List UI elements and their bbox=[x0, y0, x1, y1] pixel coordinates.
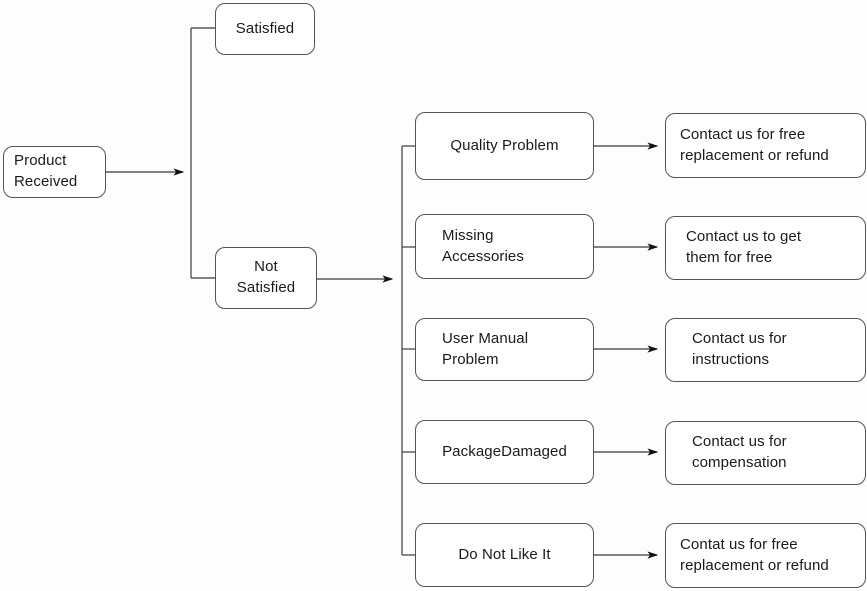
node-reason-do-not-like-it[interactable]: Do Not Like It bbox=[415, 523, 594, 587]
node-not-satisfied[interactable]: Not Satisfied bbox=[215, 247, 317, 309]
node-reason-quality-problem-label: Quality Problem bbox=[450, 136, 559, 154]
node-reason-do-not-like-it-label: Do Not Like It bbox=[458, 545, 551, 563]
node-action-contat-replacement-or-refund[interactable]: Contat us for free replacement or refund bbox=[665, 523, 866, 588]
node-action-get-them-for-free-label: Contact us to get them for free bbox=[686, 228, 802, 266]
node-satisfied-label: Satisfied bbox=[235, 19, 295, 37]
node-reason-package-damaged-label: PackageDamaged bbox=[442, 442, 567, 460]
node-action-compensation-label: Contact us for compensation bbox=[692, 433, 787, 471]
node-action-replacement-or-refund-label: Contact us for free replacement or refun… bbox=[680, 125, 829, 164]
node-action-get-them-for-free[interactable]: Contact us to get them for free bbox=[665, 216, 866, 280]
node-reason-missing-accessories-label: Missing Accessories bbox=[442, 226, 524, 265]
node-not-satisfied-label: Not Satisfied bbox=[236, 258, 296, 296]
node-product-received-label: Product Received bbox=[14, 152, 78, 190]
node-product-received[interactable]: Product Received bbox=[3, 146, 106, 198]
node-action-instructions[interactable]: Contact us for instructions bbox=[665, 318, 866, 382]
node-action-compensation[interactable]: Contact us for compensation bbox=[665, 421, 866, 485]
node-reason-missing-accessories[interactable]: Missing Accessories bbox=[415, 214, 594, 279]
edge-reasons-trunk bbox=[401, 145, 416, 556]
node-satisfied[interactable]: Satisfied bbox=[215, 3, 315, 55]
node-action-contat-replacement-or-refund-label: Contat us for free replacement or refund bbox=[680, 535, 829, 574]
node-action-replacement-or-refund[interactable]: Contact us for free replacement or refun… bbox=[665, 113, 866, 178]
edge-split-trunk-left bbox=[190, 27, 215, 279]
node-action-instructions-label: Contact us for instructions bbox=[692, 330, 787, 368]
node-reason-user-manual-problem[interactable]: User Manual Problem bbox=[415, 318, 594, 381]
node-reason-quality-problem[interactable]: Quality Problem bbox=[415, 112, 594, 180]
node-reason-user-manual-problem-label: User Manual Problem bbox=[442, 329, 529, 368]
node-reason-package-damaged[interactable]: PackageDamaged bbox=[415, 420, 594, 484]
